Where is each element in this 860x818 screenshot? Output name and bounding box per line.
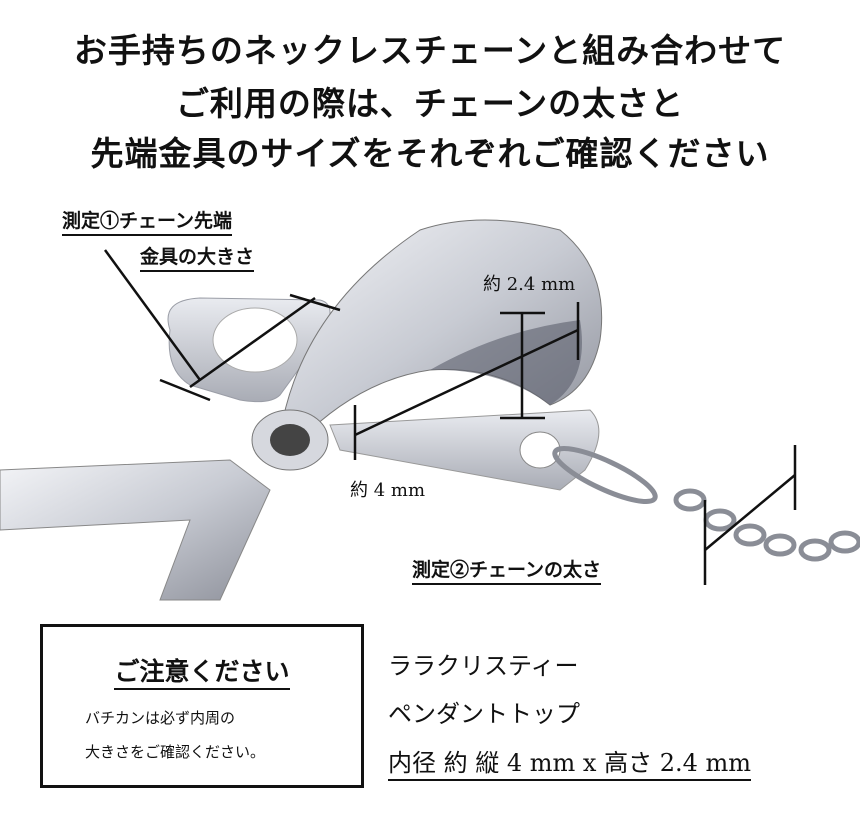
size-spec: 内径 約 縦 4 mm x 高さ 2.4 mm xyxy=(388,743,752,781)
headline-line-3: 先端金具のサイズをそれぞれご確認ください xyxy=(90,134,770,173)
notice-line-1: バチカンは必ず内周の xyxy=(85,709,236,727)
height-dimension-label: 約 2.4 mm xyxy=(483,274,576,295)
measure-1-label-line-1: 測定①チェーン先端 xyxy=(62,206,233,236)
headline-line-1: お手持ちのネックレスチェーンと組み合わせて xyxy=(73,31,787,70)
measure-1-label-line-2: 金具の大きさ xyxy=(140,242,255,272)
notice-title: ご注意ください xyxy=(114,657,290,690)
headline-line-2: ご利用の際は、チェーンの太さと xyxy=(175,84,685,123)
notice-line-2: 大きさをご確認ください。 xyxy=(85,743,266,761)
measure-2-label: 測定②チェーンの太さ xyxy=(412,555,602,585)
pendant-body xyxy=(0,459,271,601)
product-type: ペンダントトップ xyxy=(388,700,580,728)
brand-name: ララクリスティー xyxy=(388,652,579,680)
notice-box: ご注意ください バチカンは必ず内周の 大きさをご確認ください。 xyxy=(40,624,364,788)
bail-bar xyxy=(329,409,600,491)
measurement-lines xyxy=(103,249,797,585)
pendant-illustration xyxy=(0,219,860,601)
width-dimension-label: 約 4 mm xyxy=(350,480,426,501)
